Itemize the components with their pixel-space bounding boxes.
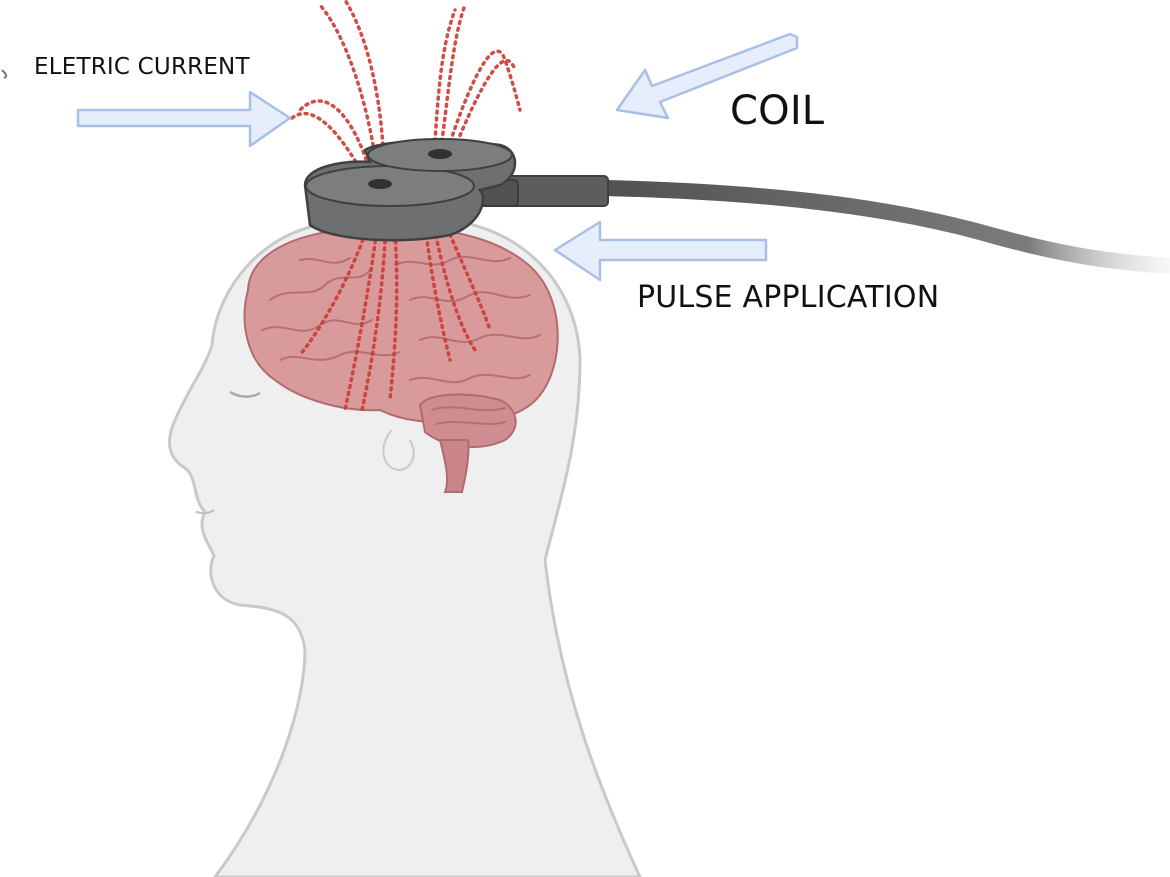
brain-icon [243, 227, 559, 493]
coil-cable [597, 180, 1170, 274]
tms-coil-icon [303, 138, 609, 242]
arrow-left-icon-coil [615, 32, 799, 120]
edge-mark [1, 69, 8, 79]
pulse-application-label: PULSE APPLICATION [637, 280, 940, 315]
electric-current-label: ELETRIC CURRENT [34, 54, 250, 80]
arrow-left-icon-pulse [553, 220, 768, 282]
arrow-right-icon-electric [76, 90, 292, 148]
coil-label: COIL [730, 88, 825, 134]
magnetic-field-lines [290, 0, 522, 412]
